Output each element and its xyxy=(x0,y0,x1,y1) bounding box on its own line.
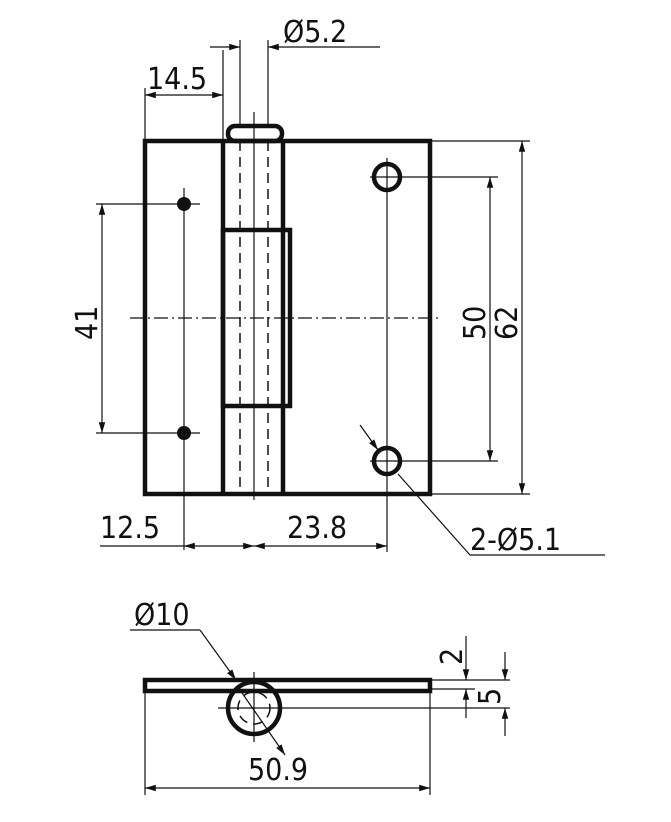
dimension-thickness: 2 xyxy=(435,636,470,718)
top-view xyxy=(142,672,510,742)
leaf-section xyxy=(142,677,433,694)
svg-text:2-Ø5.1: 2-Ø5.1 xyxy=(470,523,561,558)
svg-text:Ø5.2: Ø5.2 xyxy=(283,15,347,50)
svg-text:2: 2 xyxy=(435,648,470,665)
svg-text:50: 50 xyxy=(458,306,493,340)
svg-text:41: 41 xyxy=(70,306,105,340)
front-view xyxy=(96,112,530,552)
dimension-knuckle-diameter: Ø10 xyxy=(130,598,286,756)
svg-text:14.5: 14.5 xyxy=(147,62,207,97)
svg-text:12.5: 12.5 xyxy=(100,511,160,546)
middle-knuckle xyxy=(220,227,293,409)
dimension-50-9: 50.9 xyxy=(144,692,431,795)
svg-text:Ø10: Ø10 xyxy=(134,598,190,633)
pin-cap xyxy=(225,123,285,144)
dimension-large-holes: 2-Ø5.1 xyxy=(359,424,605,558)
svg-text:5: 5 xyxy=(473,688,508,705)
dimension-41: 41 xyxy=(70,204,106,433)
dimension-pin-diameter: Ø5.2 xyxy=(210,15,380,126)
svg-text:62: 62 xyxy=(490,306,525,340)
svg-text:23.8: 23.8 xyxy=(287,511,347,546)
dimension-12-5-and-23-8: 12.5 23.8 xyxy=(100,511,387,550)
dimension-50: 50 xyxy=(458,177,494,461)
svg-text:50.9: 50.9 xyxy=(248,753,308,788)
dimension-14-5: 14.5 xyxy=(144,50,224,141)
dimension-knuckle-offset: 5 xyxy=(473,652,509,736)
dimension-62: 62 xyxy=(490,141,526,494)
